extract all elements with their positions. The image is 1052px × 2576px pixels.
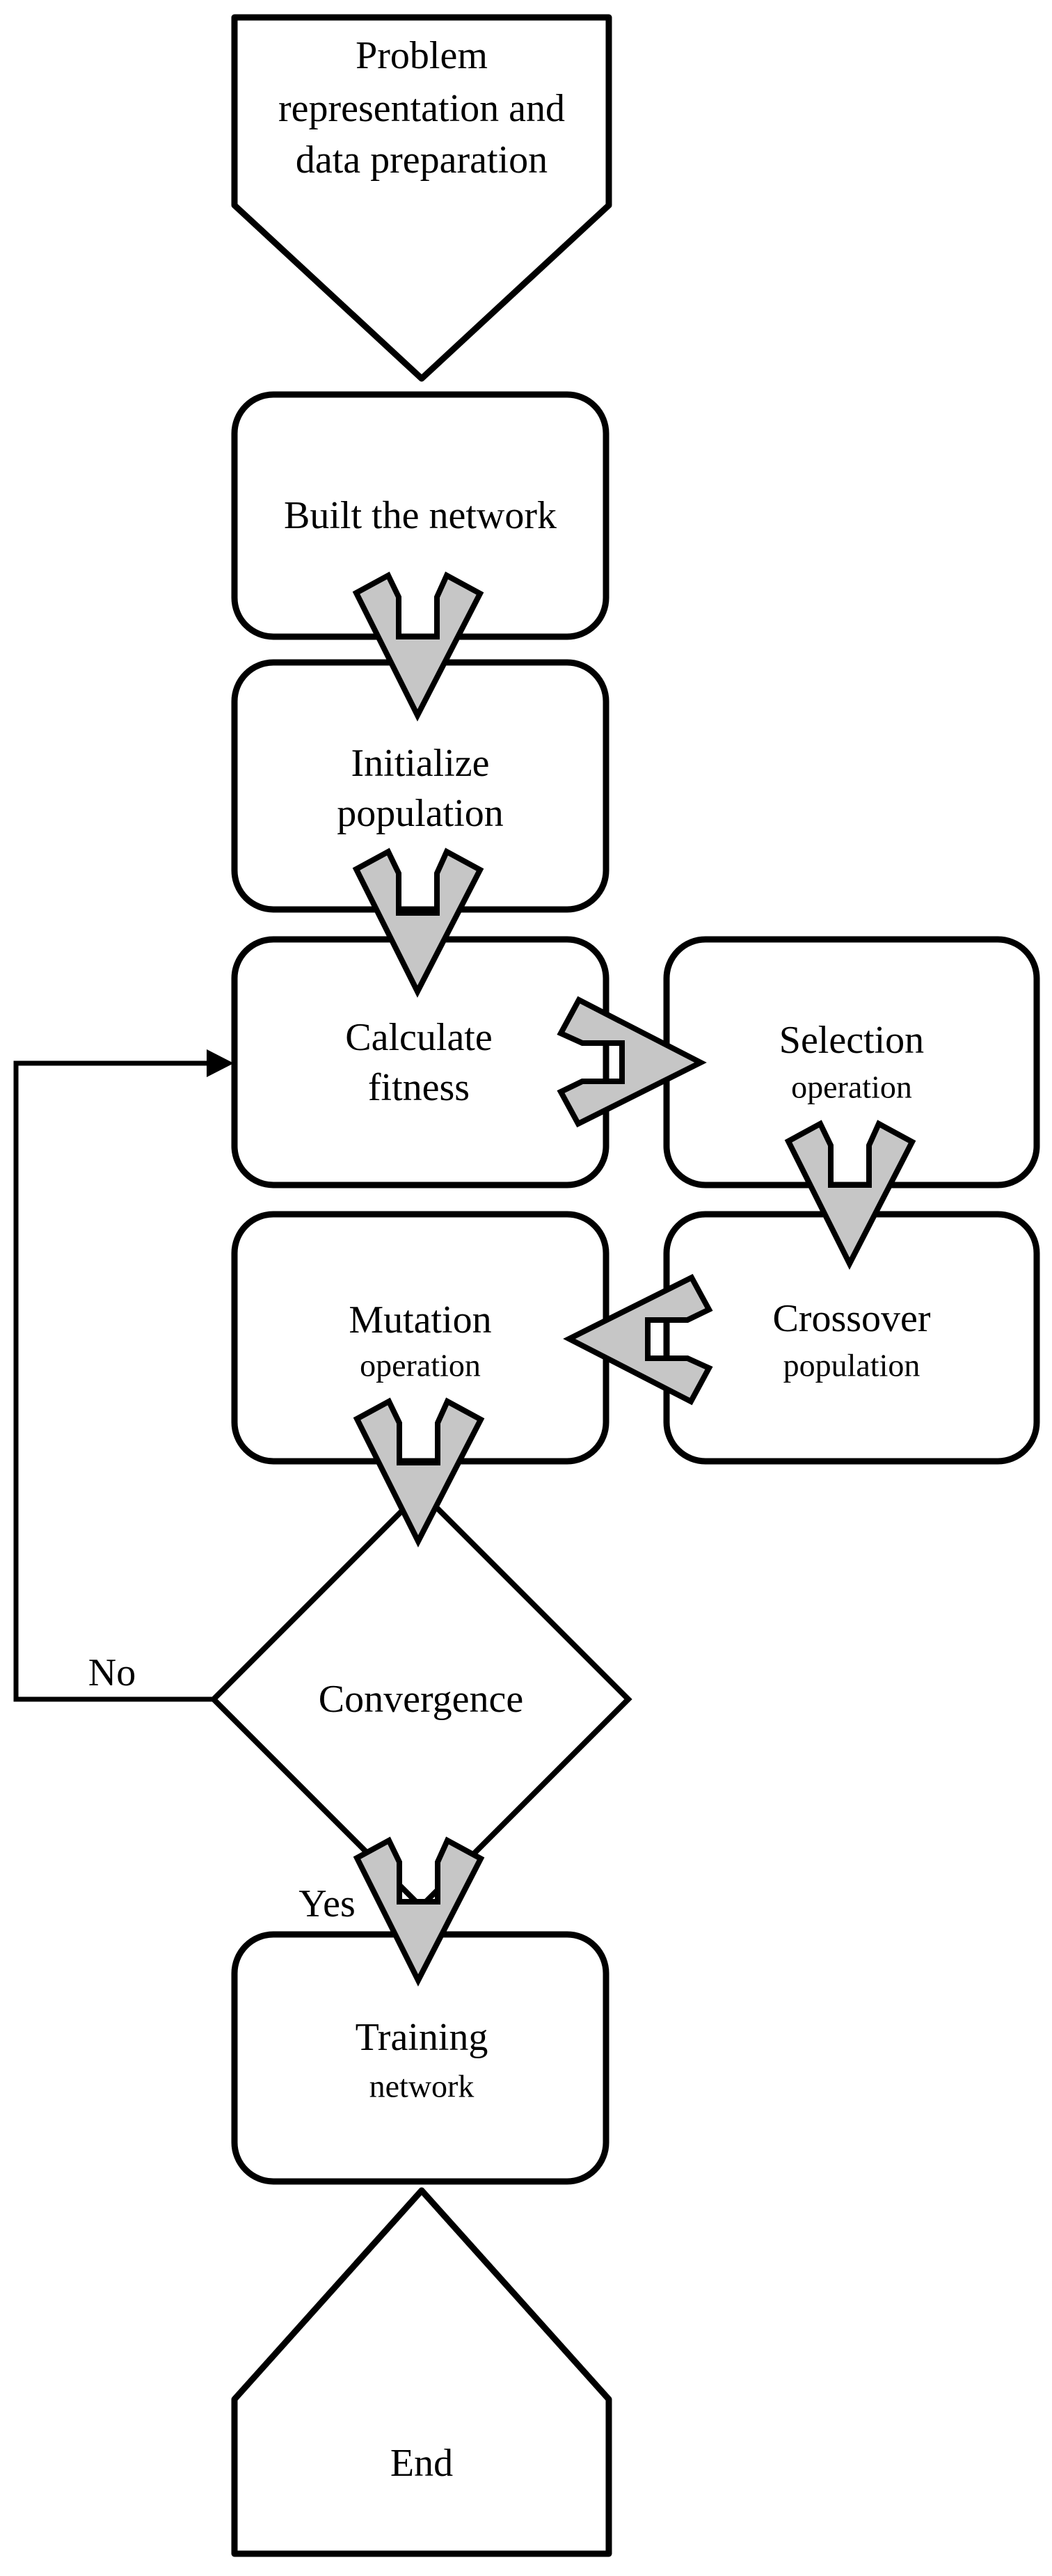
- edge-label-yes: Yes: [298, 1882, 355, 1925]
- node-selection-box: [663, 936, 1040, 1188]
- node-end-shape: [231, 2187, 612, 2557]
- node-selection-label: Selection: [779, 1019, 924, 1062]
- node-end-label: End: [390, 2442, 453, 2485]
- node-calculate-label-line2: fitness: [368, 1066, 470, 1109]
- arrow-selection-to-crossover: [784, 1120, 916, 1270]
- arrow-initialize-to-calculate: [352, 848, 484, 998]
- node-mutation-label: Mutation: [349, 1298, 491, 1342]
- node-crossover-label: Crossover: [772, 1297, 930, 1340]
- edge-label-no: No: [88, 1651, 136, 1694]
- node-initialize-label-line1: Initialize: [351, 742, 489, 785]
- node-convergence-label: Convergence: [319, 1678, 523, 1721]
- node-initialize-label-line2: population: [337, 792, 504, 835]
- arrow-built-to-initialize: [352, 571, 484, 722]
- no-loop-path: [13, 1060, 221, 1702]
- node-training-label: Training: [356, 2016, 488, 2059]
- arrow-convergence-to-training: [353, 1836, 485, 1987]
- node-training-sublabel: network: [369, 2069, 475, 2104]
- node-problem-label-line3: data preparation: [296, 138, 548, 182]
- no-loop-arrowhead-icon: [207, 1049, 234, 1077]
- node-built-label: Built the network: [284, 494, 557, 537]
- arrow-mutation-to-convergence: [353, 1397, 485, 1548]
- node-mutation-sublabel: operation: [360, 1348, 481, 1383]
- arrow-crossover-to-mutation: [563, 1273, 713, 1406]
- node-crossover-sublabel: population: [783, 1348, 921, 1383]
- arrow-calculate-to-selection: [557, 996, 707, 1128]
- node-problem-label-line1: Problem: [356, 34, 488, 77]
- node-problem-label-line2: representation and: [278, 87, 565, 130]
- node-selection-sublabel: operation: [791, 1070, 912, 1105]
- node-calculate-label-line1: Calculate: [345, 1016, 492, 1059]
- node-problem-shape: [231, 14, 612, 382]
